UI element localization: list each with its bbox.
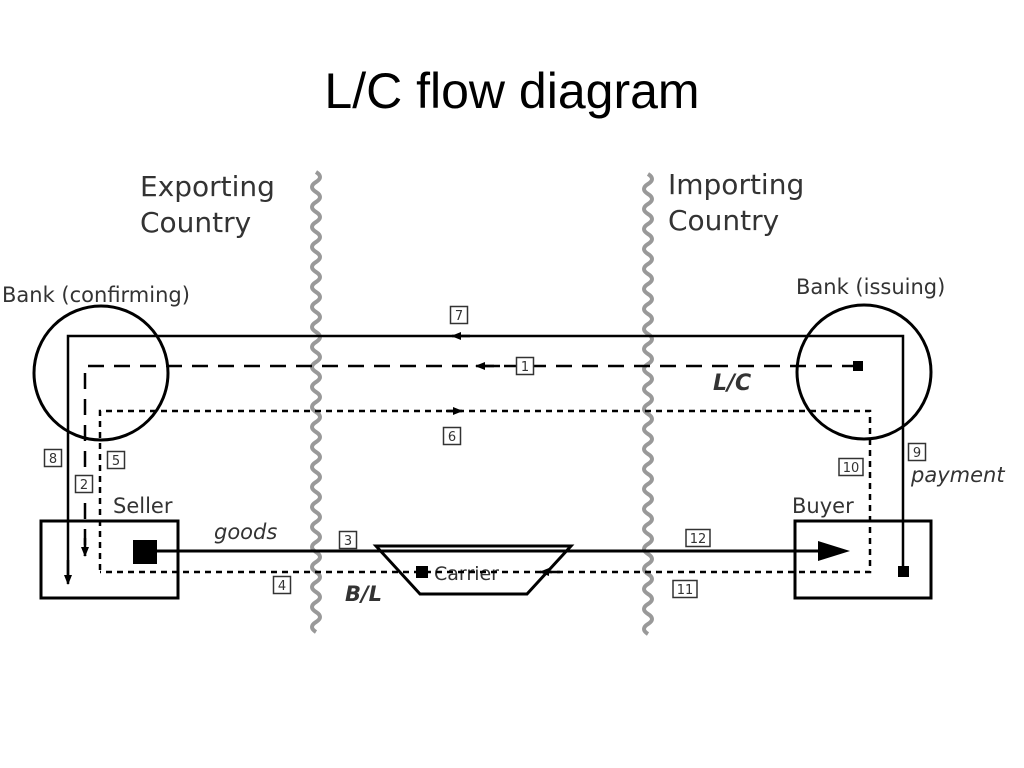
payment-annotation: payment bbox=[910, 463, 1005, 487]
bank-issuing-circle bbox=[795, 303, 933, 441]
goods-annotation: goods bbox=[214, 520, 277, 544]
step-box-3 bbox=[338, 530, 358, 550]
step-box-11 bbox=[672, 579, 698, 599]
buyer-payment-marker bbox=[898, 566, 909, 577]
arrow-step-12 bbox=[818, 541, 850, 561]
border-wave-importing bbox=[642, 172, 654, 636]
seller-label: Seller bbox=[113, 494, 173, 518]
step-box-12 bbox=[685, 528, 711, 548]
step-number-5: 5 bbox=[112, 454, 120, 469]
seller-box bbox=[39, 519, 180, 600]
importing-country-label: Importing Country bbox=[668, 168, 813, 237]
step-box-9 bbox=[907, 442, 927, 462]
step-number-6: 6 bbox=[448, 430, 456, 445]
bl-annotation: B/L bbox=[345, 582, 382, 606]
page-title: L/C flow diagram bbox=[324, 63, 700, 119]
lc-annotation: L/C bbox=[713, 371, 751, 396]
exporting-country-label: Exporting Country bbox=[140, 170, 284, 239]
bank-confirming-circle bbox=[32, 304, 170, 442]
carrier-label: Carrier bbox=[434, 563, 499, 585]
step-box-1 bbox=[515, 356, 535, 376]
step-number-9: 9 bbox=[913, 446, 921, 461]
step-box-5 bbox=[106, 450, 126, 470]
step-number-2: 2 bbox=[80, 478, 88, 493]
step-number-8: 8 bbox=[49, 452, 57, 467]
border-wave-exporting bbox=[310, 170, 322, 634]
carrier-marker bbox=[416, 566, 428, 578]
step-number-4: 4 bbox=[278, 579, 286, 594]
buyer-box bbox=[793, 519, 933, 600]
step-box-6 bbox=[442, 426, 462, 446]
bank-confirming-label: Bank (confirming) bbox=[2, 283, 190, 307]
bank-issuing-label: Bank (issuing) bbox=[796, 275, 945, 299]
step-box-7 bbox=[449, 305, 469, 325]
step-number-7: 7 bbox=[455, 309, 463, 324]
step-number-10: 10 bbox=[843, 461, 860, 476]
step-number-3: 3 bbox=[344, 534, 352, 549]
step-box-2 bbox=[74, 474, 94, 494]
issuing-bank-marker bbox=[853, 361, 863, 371]
carrier-shape bbox=[372, 544, 575, 596]
step-number-12: 12 bbox=[690, 532, 707, 547]
step-box-10 bbox=[838, 457, 864, 477]
step-number-1: 1 bbox=[521, 360, 529, 375]
step-number-11: 11 bbox=[677, 583, 694, 598]
step-box-4 bbox=[272, 575, 292, 595]
step-box-8 bbox=[43, 448, 63, 468]
solid-loop-line bbox=[66, 334, 905, 578]
buyer-label: Buyer bbox=[792, 494, 854, 518]
documents-dashed-loop bbox=[98, 409, 872, 574]
seller-goods-marker bbox=[133, 540, 157, 564]
